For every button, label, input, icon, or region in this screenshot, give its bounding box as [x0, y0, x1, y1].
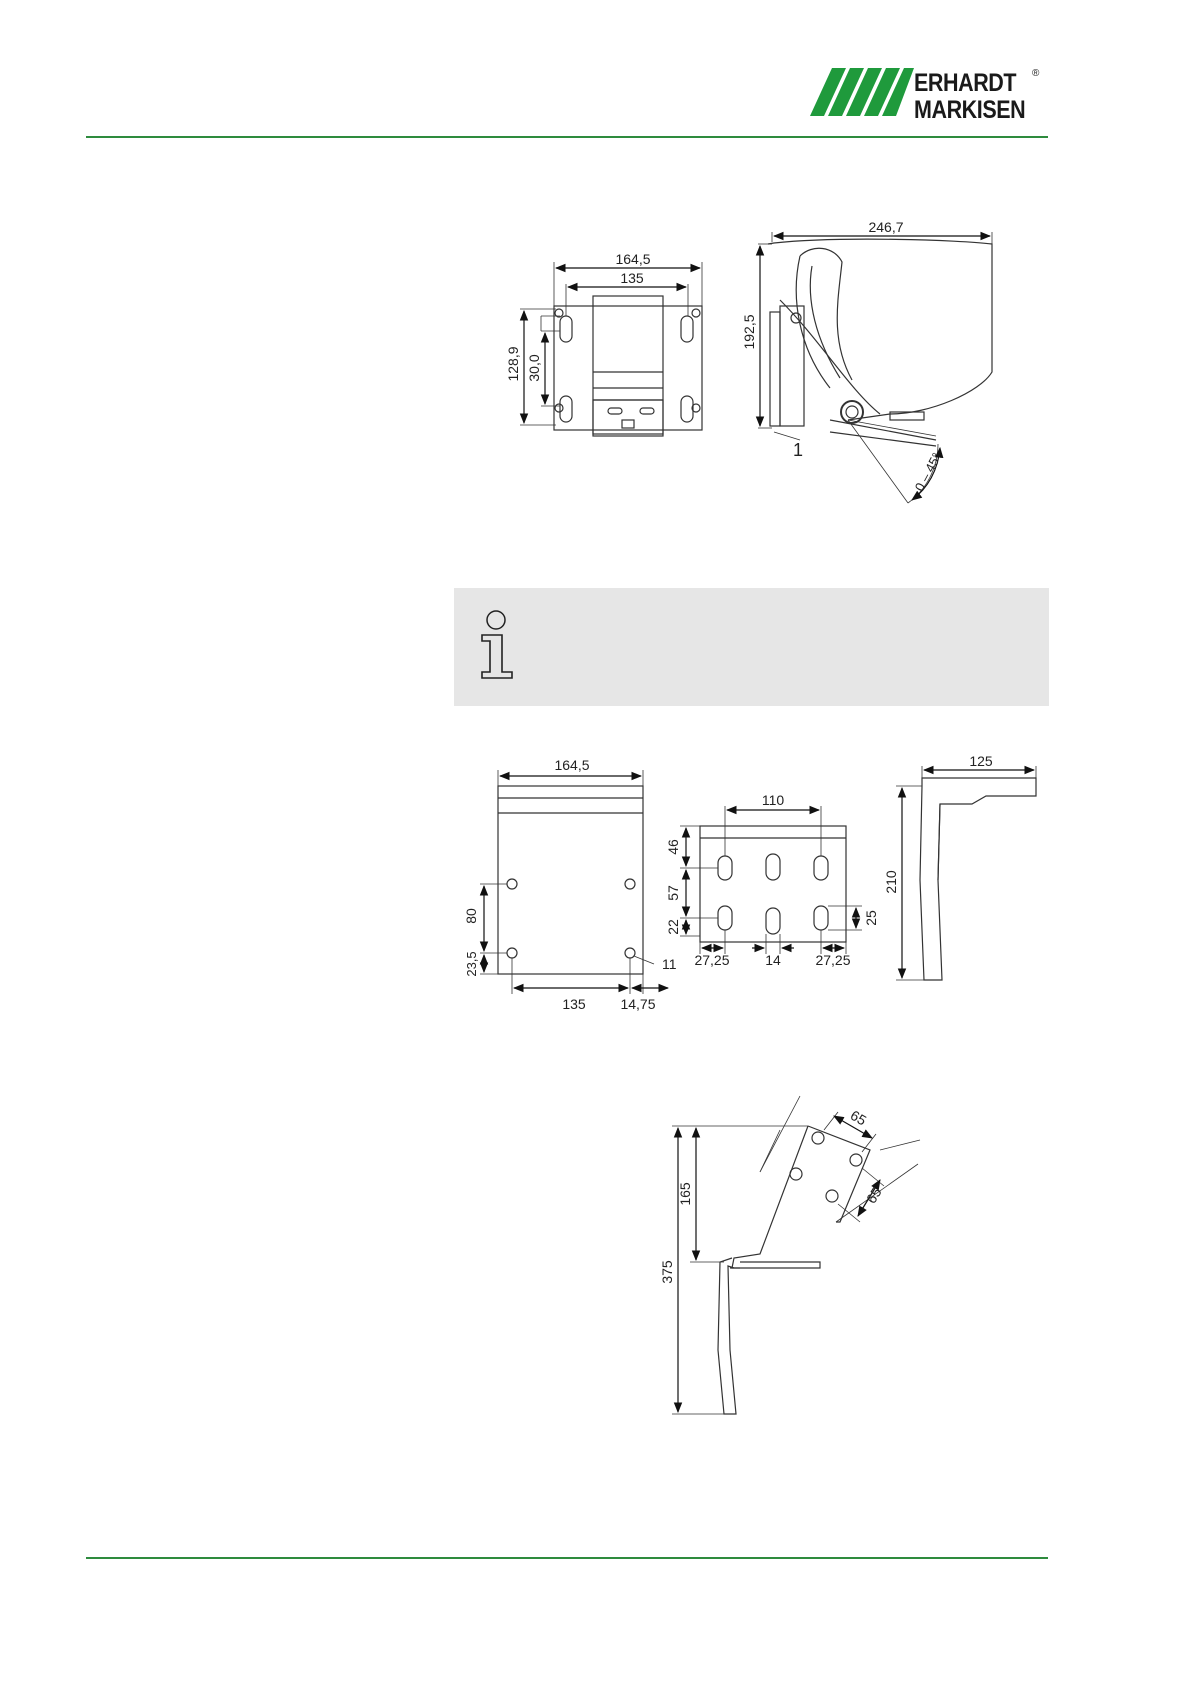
- dim-57: 57: [665, 885, 681, 901]
- dim-14-75: 14,75: [620, 996, 655, 1012]
- wall-plate-dimensions: [484, 776, 668, 988]
- slotted-plate-view: [680, 806, 862, 954]
- dim-27-25-right: 27,25: [815, 952, 850, 968]
- dim-125: 125: [969, 753, 993, 769]
- dim-25: 25: [863, 910, 879, 926]
- dim-14: 14: [765, 952, 781, 968]
- dim-375: 375: [659, 1260, 675, 1284]
- dim-27-25-left: 27,25: [694, 952, 729, 968]
- slotted-plate-dimensions: [686, 810, 856, 948]
- dim-164-5-plate: 164,5: [554, 757, 589, 773]
- dim-22: 22: [665, 919, 681, 935]
- dim-165: 165: [677, 1182, 693, 1206]
- dim-80: 80: [463, 908, 479, 924]
- dim-210: 210: [883, 870, 899, 894]
- footer-rule: [86, 1557, 1048, 1559]
- dim-110: 110: [762, 792, 785, 808]
- dim-135-plate: 135: [562, 996, 586, 1012]
- inclined-bracket-view: [672, 1096, 920, 1414]
- angle-bracket-view: [896, 766, 1036, 980]
- dim-46: 46: [665, 839, 681, 855]
- dim-11: 11: [662, 956, 677, 972]
- wall-plate-view: [480, 770, 654, 994]
- dim-23-5: 23,5: [464, 951, 479, 976]
